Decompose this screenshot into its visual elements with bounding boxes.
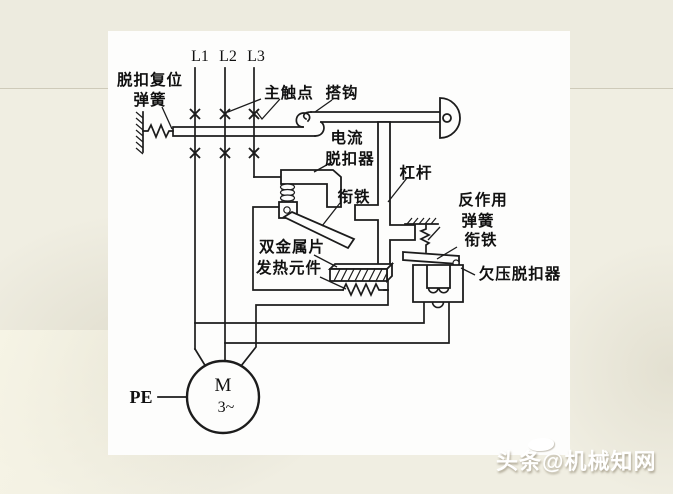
diagram-labels: L1 L2 L3 脱扣复位 弹簧 主触点 搭钩 电流 脱扣器 杠杆 衔铁 反作用… (117, 48, 562, 407)
contact-bar-lines (172, 126, 316, 137)
watermark-logo-icon (528, 438, 554, 451)
pointer-main-contact-2 (255, 98, 281, 121)
phase-lines (194, 67, 255, 362)
pointer-latch-hook (314, 99, 333, 113)
contact-x-icon (219, 147, 231, 159)
undervoltage-release-device (402, 217, 464, 309)
motor-phase-label: 3~ (218, 399, 235, 416)
contact-x-icon (248, 147, 260, 159)
phase-label-l3: L3 (247, 48, 265, 65)
wire-heater-to-motor (239, 273, 389, 368)
label-reaction-spring-2: 弹簧 (461, 211, 494, 230)
current-release-coil-icon (279, 183, 296, 202)
hinge-pin-icon (283, 206, 291, 214)
label-bimetal: 双金属片 (259, 237, 325, 256)
watermark-text: 头条@机械知网 (496, 449, 657, 474)
contact-x-icon (248, 108, 260, 120)
motor-circle (185, 359, 261, 435)
heater-element (341, 281, 389, 298)
latch-hook (295, 111, 325, 137)
pointer-reset-spring (161, 106, 173, 130)
pointer-main-contact-1 (227, 98, 262, 113)
pointer-current-release (313, 161, 333, 173)
label-lever: 杠杆 (399, 163, 432, 182)
pointer-armature-left (321, 202, 341, 227)
current-release-device (278, 169, 356, 250)
phase-label-l1: L1 (191, 48, 209, 65)
ceiling-hatch-icon (406, 217, 437, 225)
contact-bar (172, 126, 316, 137)
label-latch-hook: 搭钩 (325, 83, 358, 102)
label-armature-left: 衔铁 (337, 187, 370, 206)
pointer-bimetal (313, 254, 338, 268)
hook-step (314, 120, 325, 137)
label-trip-reset-spring-1: 脱扣复位 (117, 70, 183, 89)
label-trip-reset-spring-2: 弹簧 (133, 90, 166, 109)
circuit-breaker-schematic: M 3~ L1 L2 L3 (117, 48, 562, 435)
main-contacts (189, 108, 260, 159)
undervoltage-coil-bottom-icon (431, 301, 445, 309)
undervoltage-core (412, 264, 464, 303)
pivot-pin-icon (442, 113, 452, 123)
coil-turn (279, 194, 296, 202)
contact-x-icon (189, 147, 201, 159)
current-release-armature (282, 210, 356, 250)
diagram-panel: M 3~ L1 L2 L3 (108, 31, 570, 455)
label-heater: 发热元件 (255, 258, 322, 277)
hook-curl-top (295, 112, 311, 128)
label-main-contacts: 主触点 (264, 83, 314, 102)
circuit-wires (157, 176, 450, 398)
motor-lead-1 (193, 347, 208, 369)
label-pointers (161, 98, 476, 290)
left-anchor-wall (135, 111, 144, 155)
release-beam (310, 111, 441, 123)
contact-x-icon (219, 108, 231, 120)
motor: M 3~ (185, 359, 261, 435)
label-pe: PE (129, 387, 152, 407)
label-current-release-1: 电流 (330, 128, 363, 147)
pointer-heater (319, 276, 347, 290)
label-reaction-spring-1: 反作用 (458, 190, 508, 209)
hook-beam-curl (302, 111, 312, 121)
contact-x-icon (189, 108, 201, 120)
wire-uv-coil-right (224, 301, 450, 344)
wire-uv-coil-left (194, 301, 425, 324)
pivot-support (439, 97, 461, 139)
undervoltage-armature-plate (402, 251, 460, 265)
phase-label-l2: L2 (219, 48, 237, 65)
label-armature-right: 衔铁 (464, 230, 497, 249)
pointer-lever (387, 177, 408, 203)
trip-mechanism (135, 97, 461, 266)
pointer-armature-right (436, 246, 458, 260)
trip-reset-spring (142, 122, 174, 140)
label-undervoltage-release: 欠压脱扣器 (479, 264, 562, 283)
wall-hatch-icon (135, 111, 144, 155)
label-current-release-2: 脱扣器 (325, 149, 375, 168)
wire-coil-return (252, 206, 344, 291)
reaction-spring (418, 223, 431, 253)
undervoltage-coil-icon (427, 287, 450, 294)
bimetal-hatch-icon (333, 268, 388, 282)
motor-letter: M (215, 375, 232, 396)
pointer-reaction-spring (427, 226, 441, 241)
pointer-undervoltage (460, 267, 476, 276)
